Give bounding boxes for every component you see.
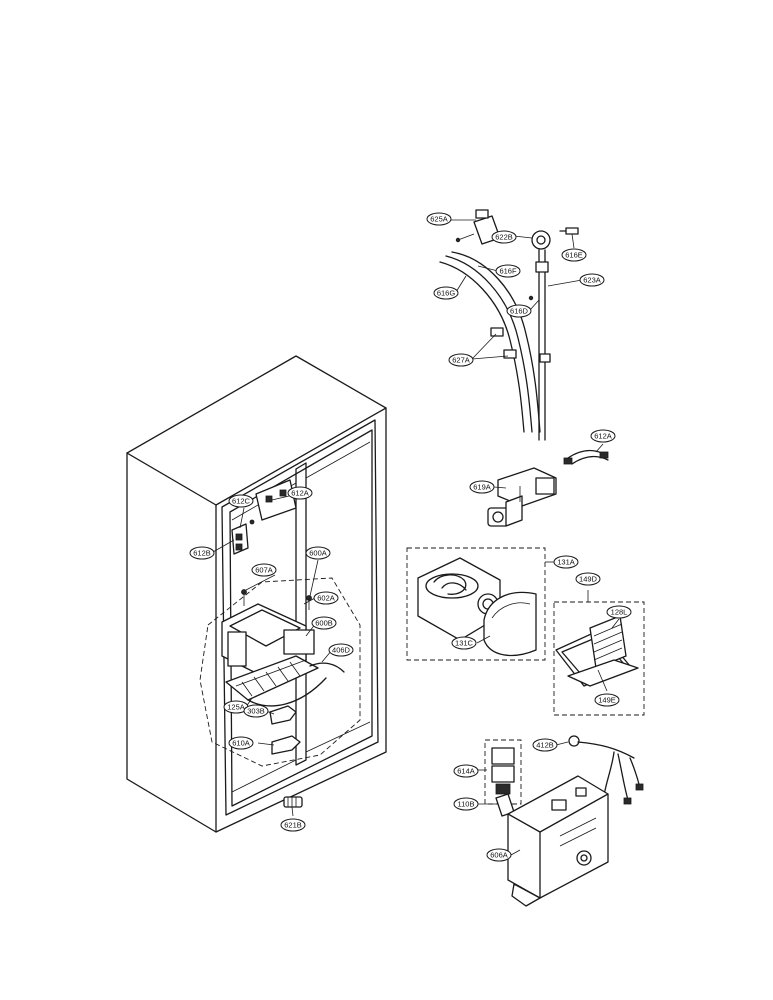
svg-text:110B: 110B	[458, 800, 475, 809]
shelf-assembly	[555, 615, 639, 687]
callout-303B: 303B	[243, 704, 269, 718]
callout-149D: 149D	[575, 572, 601, 586]
svg-text:606A: 606A	[490, 851, 508, 860]
svg-text:616E: 616E	[565, 251, 583, 260]
upper-brackets	[231, 479, 297, 555]
svg-text:149D: 149D	[579, 575, 598, 584]
callout-616G: 616G	[433, 286, 459, 300]
callout-149E: 149E	[594, 693, 620, 707]
callout-614A: 614A	[453, 764, 479, 778]
svg-text:406D: 406D	[332, 646, 351, 655]
water-fitting	[283, 796, 303, 808]
switch-614A-group	[484, 739, 522, 805]
water-valve-619A	[487, 467, 557, 527]
callout-606A: 606A	[486, 848, 512, 862]
svg-text:303B: 303B	[247, 707, 265, 716]
svg-text:612C: 612C	[232, 497, 251, 506]
callout-616D: 616D	[506, 304, 532, 318]
svg-text:412B: 412B	[536, 741, 554, 750]
callout-610A: 610A	[228, 736, 254, 750]
svg-text:612B: 612B	[193, 549, 211, 558]
callout-110B: 110B	[453, 797, 479, 811]
svg-text:600B: 600B	[315, 619, 333, 628]
svg-text:623A: 623A	[583, 276, 601, 285]
callout-616F: 616F	[495, 264, 521, 278]
callout-627A: 627A	[448, 353, 474, 367]
callout-406D: 406D	[328, 643, 354, 657]
svg-text:131C: 131C	[455, 639, 474, 648]
svg-text:600A: 600A	[309, 549, 327, 558]
svg-text:619A: 619A	[473, 483, 491, 492]
shelf-group-box	[553, 601, 645, 716]
svg-text:627A: 627A	[452, 356, 470, 365]
callout-622B: 622B	[491, 230, 517, 244]
svg-text:612A: 612A	[291, 489, 309, 498]
callout-612B: 612B	[189, 546, 215, 560]
svg-text:610A: 610A	[232, 739, 250, 748]
callout-602A: 602A	[313, 591, 339, 605]
callout-131A: 131A	[553, 555, 579, 569]
wire-harness-612A	[563, 449, 609, 465]
callout-131C: 131C	[451, 636, 477, 650]
control-housing-606A	[507, 775, 609, 907]
svg-text:602A: 602A	[317, 594, 335, 603]
callout-600A: 600A	[305, 546, 331, 560]
callout-612C: 612C	[228, 494, 254, 508]
callout-607A: 607A	[251, 563, 277, 577]
svg-text:622B: 622B	[495, 233, 513, 242]
svg-text:607A: 607A	[255, 566, 273, 575]
callout-619A: 619A	[469, 480, 495, 494]
svg-text:616D: 616D	[510, 307, 529, 316]
svg-text:131A: 131A	[557, 558, 575, 567]
svg-text:625A: 625A	[430, 215, 448, 224]
svg-text:616G: 616G	[437, 289, 456, 298]
ice-bucket-group-box	[406, 547, 546, 661]
callout-412B: 412B	[532, 738, 558, 752]
svg-text:614A: 614A	[457, 767, 475, 776]
fill-cup-parts	[269, 705, 301, 755]
callout-616E: 616E	[561, 248, 587, 262]
svg-text:616F: 616F	[499, 267, 517, 276]
refrigerator-cabinet	[126, 355, 387, 833]
icemaker-assembly	[221, 589, 345, 707]
callout-623A: 623A	[579, 273, 605, 287]
svg-text:149E: 149E	[598, 696, 616, 705]
callout-612A-wire: 612A	[590, 429, 616, 443]
icemaker-region-outline	[199, 577, 361, 767]
callout-612A: 612A	[287, 486, 313, 500]
leader-lines	[212, 219, 620, 856]
svg-text:125A: 125A	[227, 703, 245, 712]
svg-text:621B: 621B	[284, 821, 302, 830]
ice-bucket	[417, 557, 537, 657]
callout-621B: 621B	[280, 818, 306, 832]
svg-text:128L: 128L	[611, 608, 628, 617]
callout-625A: 625A	[426, 212, 452, 226]
water-tube-assembly	[439, 209, 579, 441]
callout-600B: 600B	[311, 616, 337, 630]
callout-128L: 128L	[606, 605, 632, 619]
svg-text:612A: 612A	[594, 432, 612, 441]
